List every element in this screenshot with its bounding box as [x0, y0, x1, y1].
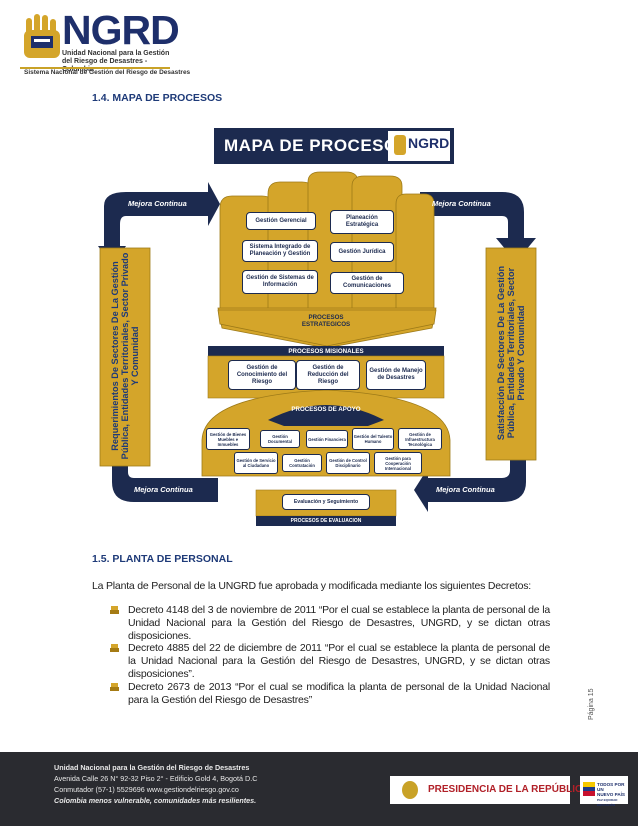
mejora-label-top-left: Mejora Continua	[128, 199, 187, 208]
process-gestion-contratacion: Gestión Contratación	[282, 454, 322, 472]
process-servicio-ciudadano: Gestión de Servicio al Ciudadano	[234, 452, 278, 474]
footer-address: Avenida Calle 26 N° 92-32 Piso 2° - Edif…	[54, 774, 258, 783]
decreto-text: Decreto 4148 del 3 de noviembre de 2011 …	[128, 604, 550, 642]
ngrd-hand-logo-icon	[24, 14, 60, 58]
coat-of-arms-icon	[402, 781, 418, 799]
decretos-list: Decreto 4148 del 3 de noviembre de 2011 …	[108, 604, 550, 706]
process-map-banner-title: MAPA DE PROCESOS	[224, 136, 410, 155]
banner-logo-text: NGRD	[408, 135, 450, 151]
right-text-line-3: Privado Y Comunidad	[516, 305, 526, 401]
gold-bullet-icon	[110, 682, 119, 691]
mejora-arrow-top-right	[420, 192, 536, 262]
left-text-line-1: Requerimientos De Sectores De La Gestión	[110, 261, 120, 451]
page-number: Página 15	[588, 688, 595, 720]
process-reduccion-riesgo: Gestión de Reducción del Riesgo	[296, 360, 360, 390]
process-gestion-comunicaciones: Gestión de Comunicaciones	[330, 272, 404, 294]
right-text-line-1: Satisfacción De Sectores De La Gestión	[496, 265, 506, 441]
banner-hand-icon	[394, 135, 406, 155]
process-gestion-documental: Gestión Documental	[260, 430, 300, 448]
gold-bullet-icon	[110, 644, 119, 653]
planta-intro-text: La Planta de Personal de la UNGRD fue ap…	[92, 580, 531, 592]
footer-org-name: Unidad Nacional para la Gestión del Ries…	[54, 763, 250, 772]
process-map-shapes	[98, 171, 537, 526]
decreto-text: Decreto 2673 de 2013 “Por el cual se mod…	[128, 680, 550, 706]
mejora-label-top-right: Mejora Continua	[432, 199, 491, 208]
list-item: Decreto 4148 del 3 de noviembre de 2011 …	[108, 604, 550, 642]
process-evaluacion-seguimiento: Evaluación y Seguimiento	[282, 494, 370, 510]
process-gestion-financiera: Gestión Financiera	[306, 430, 348, 448]
left-requirements-panel	[99, 247, 151, 467]
left-text-line-2: Pública, Entidades Territoriales, Sector…	[120, 252, 130, 460]
header-divider	[20, 67, 170, 69]
label-procesos-evaluacion: PROCESOS DE EVALUACION	[290, 518, 362, 524]
label-procesos-estrategicos: PROCESOS ESTRATEGICOS	[301, 314, 351, 328]
banner-logo: NGRD	[388, 131, 450, 161]
mejora-arrow-bottom-right	[414, 450, 526, 512]
brand-system-name: Sistema Nacional de Gestión del Riesgo d…	[24, 69, 191, 76]
presidencia-logo: PRESIDENCIA DE LA REPÚBLICA	[390, 776, 590, 804]
process-control-disciplinario: Gestión de Control Disciplinario	[326, 452, 370, 474]
todos-line-3: PAZ EQUIDAD EDUCACIÓN	[597, 797, 618, 807]
process-sistema-integrado: Sistema Integrado de Planeación y Gestió…	[242, 240, 318, 262]
presidencia-text: PRESIDENCIA DE LA REPÚBLICA	[428, 784, 590, 795]
right-satisfaction-text: Satisfacción De Sectores De La Gestión P…	[496, 249, 526, 457]
process-talento-humano: Gestión del Talento Humano	[352, 428, 394, 450]
process-sistemas-informacion: Gestión de Sistemas de Información	[242, 270, 318, 294]
process-map-banner: MAPA DE PROCESOS NGRD	[214, 128, 454, 164]
process-conocimiento-riesgo: Gestión de Conocimiento del Riesgo	[228, 360, 296, 390]
todos-line-2: NUEVO PAÍS	[597, 792, 625, 798]
section-title-mapa: 1.4. MAPA DE PROCESOS	[92, 92, 223, 104]
gold-bullet-icon	[110, 606, 119, 614]
colombia-flag-icon	[583, 782, 595, 796]
footer-slogan: Colombia menos vulnerable, comunidades m…	[54, 796, 257, 805]
left-requirements-text: Requerimientos De Sectores De La Gestión…	[110, 250, 140, 462]
decreto-text: Decreto 4885 del 22 de diciembre de 2011…	[128, 642, 550, 680]
right-satisfaction-panel	[485, 247, 537, 461]
list-item: Decreto 4885 del 22 de diciembre de 2011…	[108, 642, 550, 680]
process-gestion-juridica: Gestión Jurídica	[330, 242, 394, 262]
process-map-diagram: MAPA DE PROCESOS NGRD	[98, 120, 538, 540]
process-planeacion-estrategica: Planeación Estratégica	[330, 210, 394, 234]
label-procesos-misionales: PROCESOS MISIONALES	[288, 348, 364, 355]
brand-title: NGRD	[62, 7, 180, 53]
mejora-label-bottom-right: Mejora Continua	[436, 485, 495, 494]
brand-subtitle: Unidad Nacional para la Gestión del Ries…	[62, 50, 170, 73]
section-title-planta: 1.5. PLANTA DE PERSONAL	[92, 553, 233, 565]
process-manejo-desastres: Gestión de Manejo de Desastres	[366, 360, 426, 390]
process-gestion-gerencial: Gestión Gerencial	[246, 212, 316, 230]
process-bienes-muebles: Gestión de Bienes Muebles e Inmuebles	[206, 428, 250, 450]
right-text-line-2: Pública, Entidades Territoriales, Sector	[506, 267, 516, 439]
process-cooperacion-internacional: Gestión para Cooperación Internacional	[374, 452, 422, 474]
label-procesos-apoyo: PROCESOS DE APOYO	[291, 406, 361, 413]
left-text-line-3: Y Comunidad	[130, 326, 140, 386]
mejora-label-bottom-left: Mejora Continua	[134, 485, 193, 494]
footer-contact: Conmutador (57-1) 5529696 www.gestiondel…	[54, 785, 239, 794]
process-infraestructura-tecnologica: Gestión de Infraestructura Tecnológica	[398, 428, 442, 450]
todos-line-1: TODOS POR UN	[597, 782, 625, 793]
list-item: Decreto 2673 de 2013 “Por el cual se mod…	[108, 681, 550, 707]
